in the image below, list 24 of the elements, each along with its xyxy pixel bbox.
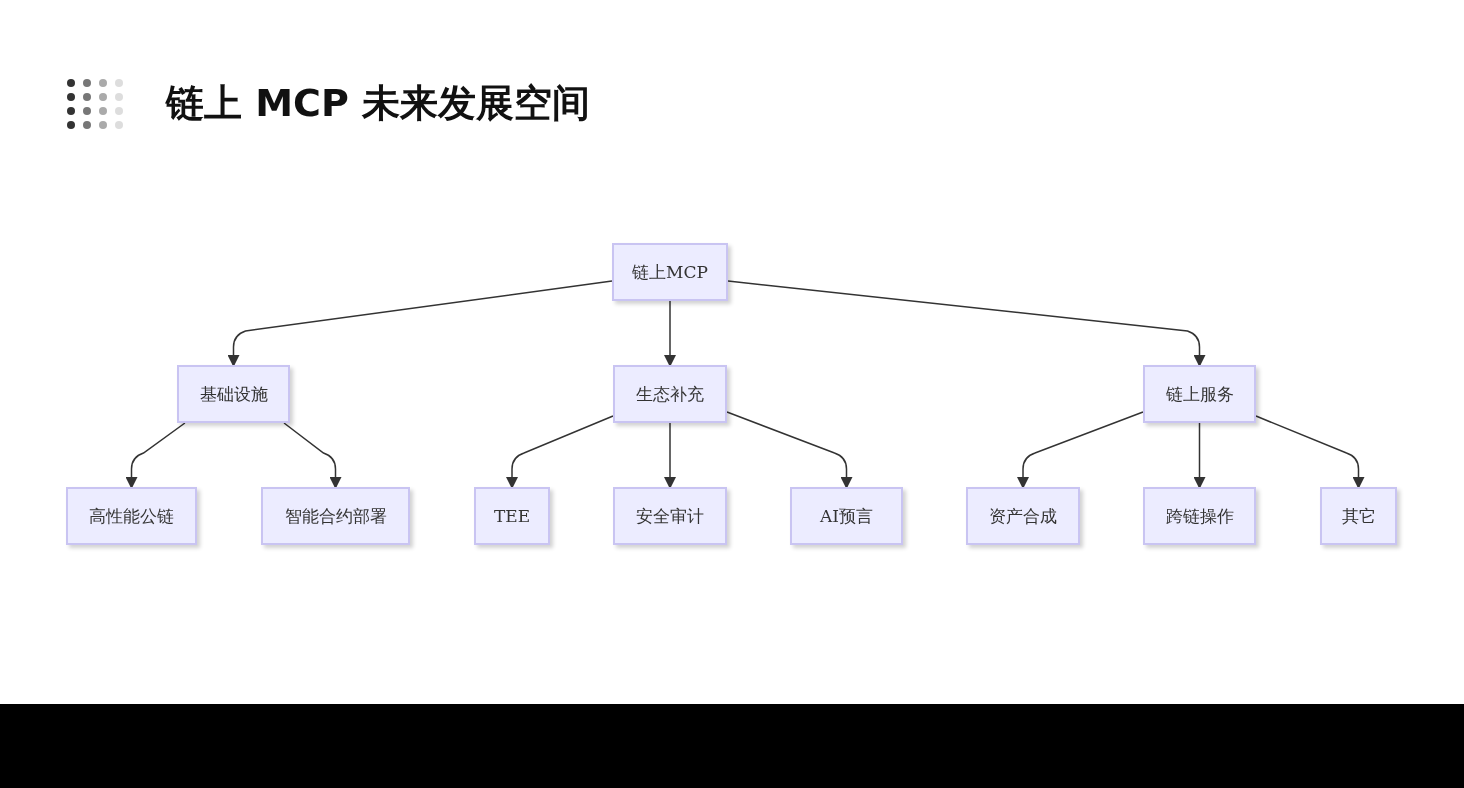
process-box: 资产合成 [966, 487, 1080, 545]
arrow [1017, 411, 1144, 489]
arrow [125, 422, 186, 489]
process-box: AI预言 [790, 487, 903, 545]
arrow [664, 422, 676, 489]
process-box: 其它 [1320, 487, 1397, 545]
process-box: 生态补充 [613, 365, 727, 423]
process-box: 高性能公链 [66, 487, 197, 545]
arrow [727, 280, 1206, 367]
process-box: 安全审计 [613, 487, 727, 545]
process-box: 跨链操作 [1143, 487, 1256, 545]
arrow [1193, 422, 1206, 489]
arrow [506, 415, 614, 489]
arrow [283, 422, 342, 489]
arrow [227, 280, 613, 367]
process-box: 链上服务 [1143, 365, 1256, 423]
process-box: 基础设施 [177, 365, 290, 423]
arrow [664, 300, 676, 367]
arrow [726, 411, 853, 489]
process-box: 链上MCP [612, 243, 728, 301]
title: 链上 MCP 未来发展空间 [166, 80, 590, 127]
process-box: TEE [474, 487, 550, 545]
process-box: 智能合约部署 [261, 487, 410, 545]
arrow [1255, 415, 1365, 489]
